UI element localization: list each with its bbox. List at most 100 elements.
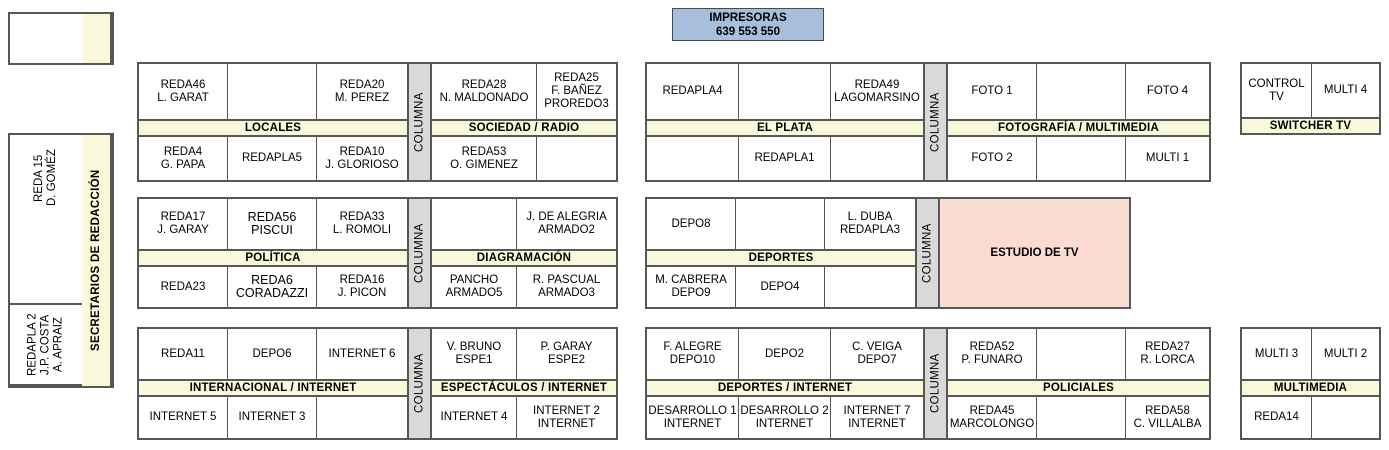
desk-cell: FOTO 4 xyxy=(1126,64,1209,119)
desk-cell xyxy=(739,64,831,119)
desk-cell xyxy=(647,137,739,180)
band-label: ESPECTÁCULOS / INTERNET xyxy=(432,379,616,397)
printers-title: IMPRESORAS xyxy=(709,11,787,24)
block-switcher-tv: CONTROL TV MULTI 4 SWITCHER TV xyxy=(1240,62,1381,135)
desk-cell: MULTI 3 xyxy=(1242,329,1312,379)
desk-cell: REDA6 CORADAZZI xyxy=(228,267,317,307)
block-deportes-estudio: DEPO8 L. DUBA REDAPLA3 DEPORTES M. CABRE… xyxy=(645,197,1131,309)
desk-cell: F. ALEGRE DEPO10 xyxy=(647,329,739,379)
desk-cell: REDA33 L. ROMOLI xyxy=(317,199,407,249)
desk-cell: INTERNET 4 xyxy=(432,397,517,438)
desk-cell: DEPO4 xyxy=(736,267,825,307)
desk-cell: INTERNET 7 INTERNET xyxy=(831,397,923,438)
band-label: LOCALES xyxy=(139,119,407,137)
desk-cell xyxy=(1037,397,1126,438)
columna-strip: COLUMNA xyxy=(915,199,940,307)
desk-cell: REDA4 G. PAPA xyxy=(139,137,228,180)
desk-cell: REDA52 P. FUNARO xyxy=(948,329,1037,379)
desk-cell: PANCHO ARMADO5 xyxy=(432,267,517,307)
desk-cell: REDA45 MARCOLONGO xyxy=(948,397,1037,438)
desk-cell: DESARROLLO 1 INTERNET xyxy=(647,397,739,438)
desk-cell xyxy=(228,64,317,119)
desk-cell xyxy=(537,137,616,180)
desk-cell: REDA14 xyxy=(1242,397,1312,438)
desk-cell: C. VEIGA DEPO7 xyxy=(831,329,923,379)
desk-cell: P. GARAY ESPE2 xyxy=(517,329,616,379)
band-label: FOTOGRAFÍA / MULTIMEDIA xyxy=(948,119,1209,137)
sidebar-strip-label: SECRETARIOS DE REDACCIÓN xyxy=(82,135,112,386)
desk-cell: R. PASCUAL ARMADO3 xyxy=(517,267,616,307)
sidebar-top-box xyxy=(8,12,114,65)
desk-cell: DEPO2 xyxy=(739,329,831,379)
sidebar-cell-reda15: REDA 15 D. GOMÉZ xyxy=(10,135,82,221)
sidebar-top-strip xyxy=(82,14,112,63)
desk-cell xyxy=(432,199,517,249)
desk-cell xyxy=(831,137,923,180)
band-label: DEPORTES / INTERNET xyxy=(647,379,923,397)
desk-cell: INTERNET 5 xyxy=(139,397,228,438)
band-label: DIAGRAMACIÓN xyxy=(432,249,616,267)
estudio-de-tv-area: ESTUDIO DE TV xyxy=(940,199,1129,307)
desk-cell: REDA11 xyxy=(139,329,228,379)
desk-cell xyxy=(1312,397,1379,438)
sidebar-secretarios-redaccion: REDA 15 D. GOMÉZ REDAPLA 2 J.P. COSTA A.… xyxy=(8,133,114,388)
band-label: SOCIEDAD / RADIO xyxy=(432,119,616,137)
sidebar-top-cell xyxy=(10,14,82,63)
columna-strip: COLUMNA xyxy=(923,64,948,180)
desk-cell: REDA46 L. GARAT xyxy=(139,64,228,119)
desk-cell: CONTROL TV xyxy=(1242,64,1312,117)
desk-cell: INTERNET 3 xyxy=(228,397,317,438)
printers-panel: IMPRESORAS 639 553 550 xyxy=(672,8,824,41)
columna-strip: COLUMNA xyxy=(407,329,432,438)
desk-cell: V. BRUNO ESPE1 xyxy=(432,329,517,379)
desk-cell: DEPO6 xyxy=(228,329,317,379)
desk-cell: REDAPLA1 xyxy=(739,137,831,180)
printers-numbers: 639 553 550 xyxy=(716,25,780,38)
band-label: SWITCHER TV xyxy=(1242,117,1379,133)
desk-cell: REDA20 M. PEREZ xyxy=(317,64,407,119)
block-politica-diagramacion: REDA17 J. GARAY REDA56 PISCUI REDA33 L. … xyxy=(137,197,618,309)
desk-cell: REDA58 C. VILLALBA xyxy=(1126,397,1209,438)
desk-cell: REDA28 N. MALDONADO xyxy=(432,64,537,119)
desk-cell: DEPO8 xyxy=(647,199,736,249)
desk-cell: MULTI 2 xyxy=(1312,329,1379,379)
desk-cell xyxy=(825,267,915,307)
desk-cell: L. DUBA REDAPLA3 xyxy=(825,199,915,249)
band-label: POLÍTICA xyxy=(139,249,407,267)
desk-cell: M. CABRERA DEPO9 xyxy=(647,267,736,307)
desk-cell xyxy=(736,199,825,249)
columna-strip: COLUMNA xyxy=(923,329,948,438)
desk-cell xyxy=(317,397,407,438)
columna-strip: COLUMNA xyxy=(407,199,432,307)
band-label: MULTIMEDIA xyxy=(1242,379,1379,397)
band-label: DEPORTES xyxy=(647,249,915,267)
desk-cell: REDA25 F. BAÑEZ PROREDO3 xyxy=(537,64,616,119)
band-label: INTERNACIONAL / INTERNET xyxy=(139,379,407,397)
band-label: EL PLATA xyxy=(647,119,923,137)
desk-cell: MULTI 4 xyxy=(1312,64,1379,117)
desk-cell xyxy=(1037,137,1126,180)
sidebar-cell-empty xyxy=(10,221,82,305)
block-deportes-policiales: F. ALEGRE DEPO10 DEPO2 C. VEIGA DEPO7 DE… xyxy=(645,327,1211,440)
desk-cell: REDA49 LAGOMARSINO xyxy=(831,64,923,119)
desk-cell: REDA53 O. GIMENEZ xyxy=(432,137,537,180)
sidebar-cell-redapla2: REDAPLA 2 J.P. COSTA A. APRAIZ xyxy=(10,305,82,386)
desk-cell: J. DE ALEGRIA ARMADO2 xyxy=(517,199,616,249)
columna-strip: COLUMNA xyxy=(407,64,432,180)
desk-cell: REDAPLA5 xyxy=(228,137,317,180)
desk-cell: REDA56 PISCUI xyxy=(228,199,317,249)
desk-cell xyxy=(1037,329,1126,379)
block-internacional-espectaculos: REDA11 DEPO6 INTERNET 6 INTERNACIONAL / … xyxy=(137,327,618,440)
block-multimedia: MULTI 3 MULTI 2 MULTIMEDIA REDA14 xyxy=(1240,327,1381,440)
desk-cell: MULTI 1 xyxy=(1126,137,1209,180)
desk-cell: REDAPLA4 xyxy=(647,64,739,119)
desk-cell: FOTO 1 xyxy=(948,64,1037,119)
desk-cell: REDA16 J. PICON xyxy=(317,267,407,307)
desk-cell: INTERNET 6 xyxy=(317,329,407,379)
block-elplata-fotografia: REDAPLA4 REDA49 LAGOMARSINO EL PLATA RED… xyxy=(645,62,1211,182)
block-locales-sociedad: REDA46 L. GARAT REDA20 M. PEREZ LOCALES … xyxy=(137,62,618,182)
desk-cell: REDA23 xyxy=(139,267,228,307)
desk-cell: INTERNET 2 INTERNET xyxy=(517,397,616,438)
desk-cell: FOTO 2 xyxy=(948,137,1037,180)
